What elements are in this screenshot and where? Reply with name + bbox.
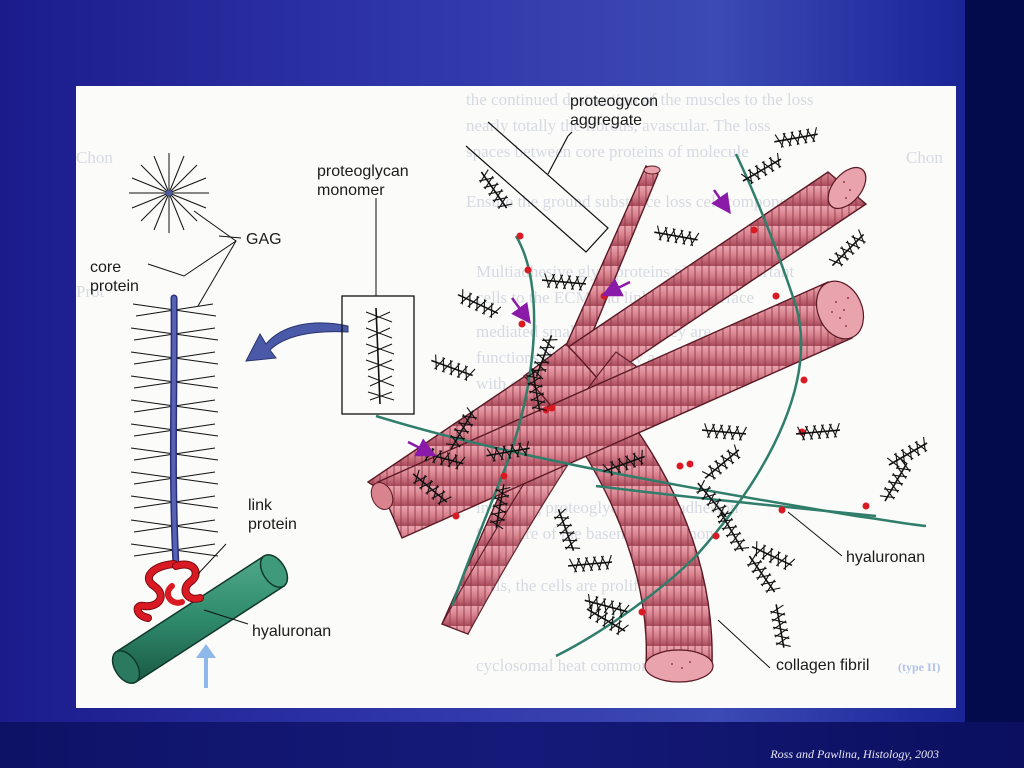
bleed-text: Chon: [76, 148, 113, 167]
bleed-text: Prot: [76, 282, 105, 301]
core-protein-label: core protein: [90, 259, 139, 295]
hyaluronan-strand: [375, 153, 927, 658]
link-pointer: [197, 543, 227, 575]
bleed-text: Chon: [906, 148, 943, 167]
bleed-text: cyclosomal heat common loss: [476, 656, 681, 675]
citation-caption: Ross and Pawlina, Histology, 2003: [770, 747, 939, 761]
bleed-text: spaces between core proteins of molecule: [466, 142, 749, 161]
type-ii-label: (type II): [898, 660, 941, 674]
hyaluronan-pointer: [203, 609, 249, 625]
monomer-box: [341, 198, 415, 415]
bleed-text: nearly totally the fibrous, avascular. T…: [466, 116, 771, 135]
link-protein-squiggle: [133, 560, 204, 622]
proteoglycan-monomer-label: proteoglycan monomer: [317, 163, 409, 199]
gag-starburst: [129, 153, 209, 233]
link-protein-label: link protein: [248, 497, 297, 533]
hyaluronan-label-right: hyaluronan: [846, 549, 926, 566]
bleed-text: the continued destruction of the muscles…: [466, 90, 814, 109]
collagen-fibril-label: collagen fibril: [776, 657, 870, 674]
right-pointers: [717, 511, 843, 669]
gag-pointer: [147, 210, 242, 307]
callout-arrow: [245, 322, 349, 362]
faint-up-arrow: [196, 644, 216, 688]
gag-label: GAG: [246, 231, 282, 248]
bottom-bar: [0, 722, 1024, 768]
core-protein: [130, 294, 219, 570]
diagram-graphic: [111, 121, 932, 688]
hyaluronan-rod: [111, 554, 289, 684]
proteoglycan-aggregate-label: proteogycon aggregate: [570, 93, 659, 129]
bleed-text: cells, the cells are proliferating: [476, 576, 687, 595]
diagram-figure: the continued destruction of the muscles…: [76, 86, 956, 708]
hyaluronan-label-left: hyaluronan: [252, 623, 332, 640]
aggregate-bracket: [465, 121, 609, 253]
purple-arrows: [407, 189, 731, 457]
right-band: [965, 0, 1024, 722]
